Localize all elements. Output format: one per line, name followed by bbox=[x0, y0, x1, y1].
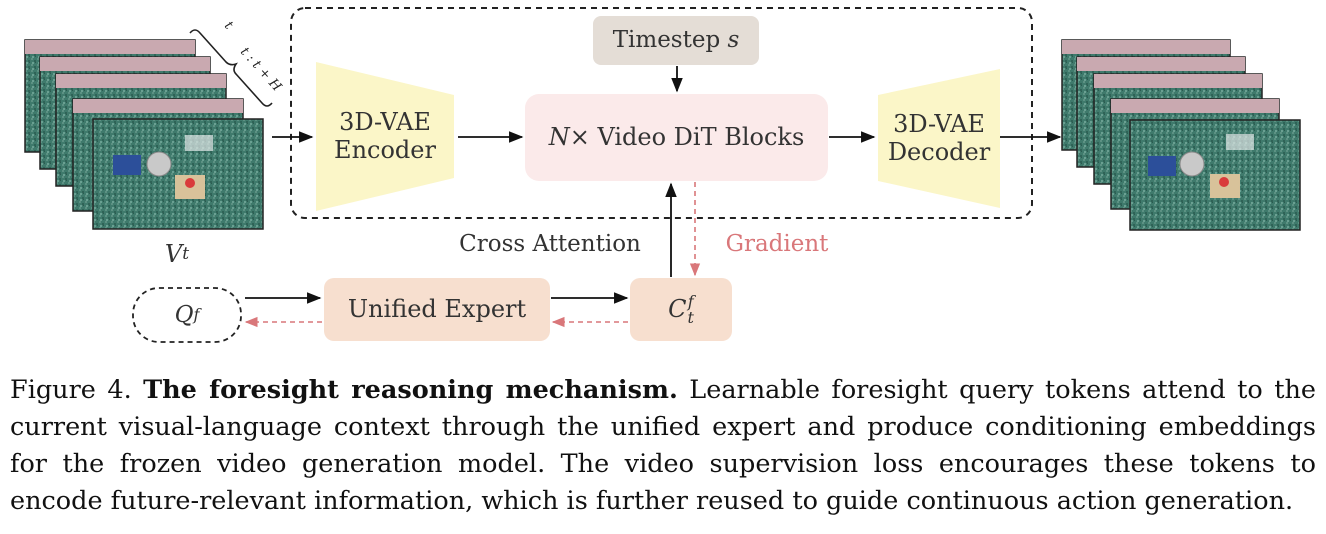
output-frame-stack bbox=[1061, 39, 1301, 231]
cond-sub: t bbox=[687, 307, 694, 327]
decoder-label: 3D-VAE Decoder bbox=[878, 108, 1000, 170]
foresight-query-pill bbox=[132, 287, 242, 343]
timestep-box bbox=[593, 16, 759, 65]
decoder-line1: 3D-VAE bbox=[893, 110, 985, 139]
cross-attention-text: Cross Attention bbox=[459, 230, 641, 257]
input-v-sub: t bbox=[182, 244, 190, 265]
foresight-diagram: t t : t + H bbox=[24, 7, 1301, 343]
vae-encoder-block bbox=[316, 62, 454, 211]
encoder-label: 3D-VAE Encoder bbox=[316, 106, 454, 168]
cond-base: C bbox=[668, 294, 687, 323]
query-sup: f bbox=[193, 304, 200, 324]
caption-title: The foresight reasoning mechanism. bbox=[143, 375, 678, 405]
gradient-label: Gradient bbox=[712, 228, 842, 260]
gradient-text: Gradient bbox=[725, 230, 829, 257]
expert-text: Unified Expert bbox=[347, 294, 527, 323]
encoder-line2: Encoder bbox=[334, 136, 436, 164]
timestep-text: Timestep bbox=[612, 27, 728, 54]
video-model-region bbox=[290, 7, 1033, 219]
brace-top-label: t bbox=[221, 19, 236, 33]
input-v: V bbox=[164, 240, 183, 269]
cross-attention-label: Cross Attention bbox=[440, 228, 660, 260]
figure-caption: Figure 4. The foresight reasoning mechan… bbox=[10, 372, 1316, 520]
dit-blocks-box bbox=[525, 94, 828, 181]
conditioning-label: C f t bbox=[630, 278, 732, 341]
figure-label: Figure 4. bbox=[10, 375, 132, 405]
dit-rest: × Video DiT Blocks bbox=[569, 122, 805, 151]
dit-label: N × Video DiT Blocks bbox=[525, 94, 828, 181]
dit-n: N bbox=[548, 122, 570, 151]
expert-label: Unified Expert bbox=[324, 278, 550, 341]
conditioning-box bbox=[630, 278, 732, 341]
timestep-label: Timestep s bbox=[593, 16, 759, 65]
brace-range-label: t : t + H bbox=[237, 45, 284, 95]
query-base: Q bbox=[174, 301, 194, 328]
caption-body: Learnable foresight query tokens attend … bbox=[10, 375, 1317, 516]
vae-decoder-block bbox=[878, 69, 1000, 208]
time-brace bbox=[189, 29, 273, 107]
timestep-var: s bbox=[727, 27, 740, 54]
decoder-line2: Decoder bbox=[887, 138, 991, 166]
encoder-line1: 3D-VAE bbox=[339, 108, 431, 137]
unified-expert-box bbox=[324, 278, 550, 341]
cond-sup: f bbox=[687, 291, 694, 311]
input-frame-stack bbox=[24, 39, 264, 230]
